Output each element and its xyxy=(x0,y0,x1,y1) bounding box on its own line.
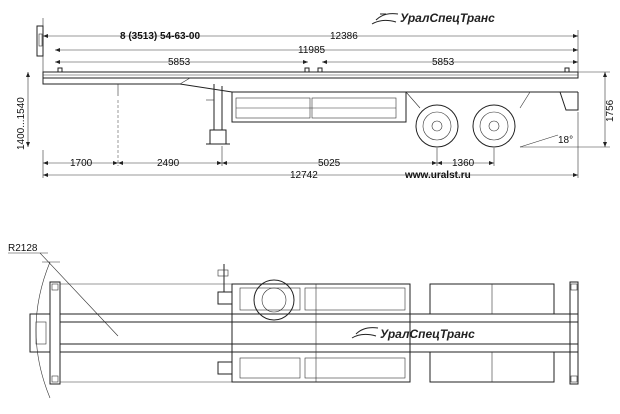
dim-bottom-b: 2490 xyxy=(157,158,180,169)
side-view: УралСпецТранс 8 (3513) 54-63-00 12386 11… xyxy=(16,11,616,181)
dim-departure-angle: 18° xyxy=(558,135,573,146)
spare-wheel-icon xyxy=(253,279,295,321)
brand-name-deck: УралСпецТранс xyxy=(380,327,475,341)
bottom-dimensions: 1700 2490 5025 1360 12742 www.uralst.ru xyxy=(42,100,579,181)
dim-right-height: 1756 xyxy=(605,99,616,122)
dim-bottom-total: 12742 xyxy=(290,170,318,181)
brand-name-top: УралСпецТранс xyxy=(400,11,495,25)
dim-top-inner: 11985 xyxy=(298,45,326,56)
trailer-top-frame xyxy=(29,264,579,385)
trailer-side-body: 18° xyxy=(36,25,579,148)
top-view: R2128 xyxy=(8,243,579,399)
dim-left-height: 1400...1540 xyxy=(16,97,27,150)
phone-number: 8 (3513) 54-63-00 xyxy=(120,31,200,42)
website-url: www.uralst.ru xyxy=(404,170,471,181)
dim-radius: R2128 xyxy=(8,243,38,254)
top-dimensions: 8 (3513) 54-63-00 12386 11985 5853 5853 xyxy=(42,18,579,72)
left-dimensions: 1400...1540 xyxy=(16,72,30,150)
brand-logo-top: УралСпецТранс xyxy=(371,11,495,25)
logo-mark-deck-icon xyxy=(351,327,379,339)
dim-bottom-d: 1360 xyxy=(452,158,475,169)
dim-top-total: 12386 xyxy=(330,31,358,42)
dim-bottom-a: 1700 xyxy=(70,158,93,169)
right-dimensions: 1756 xyxy=(520,71,616,148)
logo-mark-icon xyxy=(371,13,399,25)
wheel-rear-icon xyxy=(472,104,516,148)
dim-bottom-c: 5025 xyxy=(318,158,341,169)
dim-top-left-half: 5853 xyxy=(168,57,191,68)
dim-top-right-half: 5853 xyxy=(432,57,455,68)
wheel-front-icon xyxy=(415,104,459,148)
brand-logo-deck: УралСпецТранс xyxy=(351,327,475,341)
